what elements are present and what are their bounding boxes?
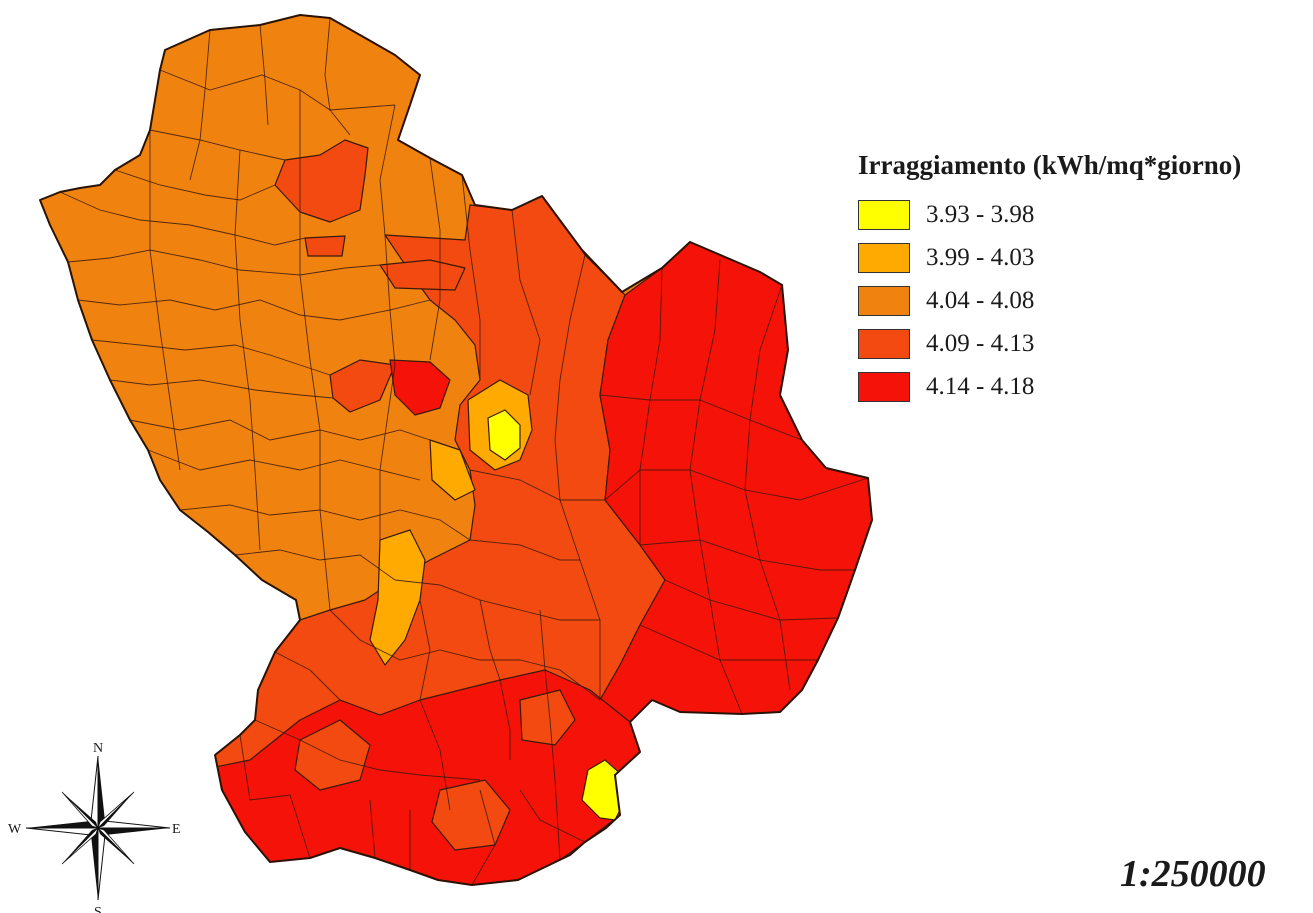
- compass-south-label: S: [94, 905, 102, 913]
- region-class-4-09-4-13-south-a: [294, 719, 371, 791]
- legend-label: 3.99 - 4.03: [926, 243, 1035, 271]
- map-legend: Irraggiamento (kWh/mq*giorno) 3.93 - 3.9…: [858, 150, 1308, 408]
- region-class-3-99-4-03-c: [429, 439, 476, 501]
- region-class-4-09-4-13-north-c: [379, 259, 466, 291]
- legend-swatch: [858, 371, 910, 402]
- legend-label: 4.04 - 4.08: [926, 286, 1035, 314]
- legend-swatch: [858, 199, 910, 230]
- legend-item: 3.93 - 3.98: [858, 193, 1308, 236]
- legend-swatch: [858, 285, 910, 316]
- map-fill-group: [40, 15, 872, 885]
- compass-rose-icon: N S E W: [8, 741, 181, 913]
- legend-item: 4.14 - 4.18: [858, 365, 1308, 408]
- legend-item: 4.04 - 4.08: [858, 279, 1308, 322]
- region-outline: [39, 14, 873, 886]
- region-class-3-99-4-03-b: [369, 529, 426, 666]
- map-scale: 1:250000: [1120, 853, 1266, 895]
- region-class-4-09-4-13-north-b: [304, 235, 346, 257]
- legend-label: 4.09 - 4.13: [926, 329, 1035, 357]
- municipal-boundaries: [59, 17, 869, 885]
- legend-item: 4.09 - 4.13: [858, 322, 1308, 365]
- compass-north-label: N: [93, 741, 103, 756]
- region-class-4-09-4-13-north-a: [274, 139, 369, 223]
- region-class-3-93-3-98-a: [487, 409, 521, 461]
- legend-label: 4.14 - 4.18: [926, 372, 1035, 400]
- region-class-4-09-4-13-south-c: [519, 689, 576, 746]
- legend-title: Irraggiamento (kWh/mq*giorno): [858, 150, 1242, 180]
- legend-label: 3.93 - 3.98: [926, 200, 1035, 228]
- compass-east-label: E: [172, 822, 181, 837]
- compass-west-label: W: [8, 822, 22, 837]
- legend-swatch: [858, 328, 910, 359]
- legend-swatch: [858, 242, 910, 273]
- region-class-4-14-4-18-central-a: [389, 359, 451, 416]
- region-class-4-14-4-18-east: [599, 241, 872, 723]
- legend-item: 3.99 - 4.03: [858, 236, 1308, 279]
